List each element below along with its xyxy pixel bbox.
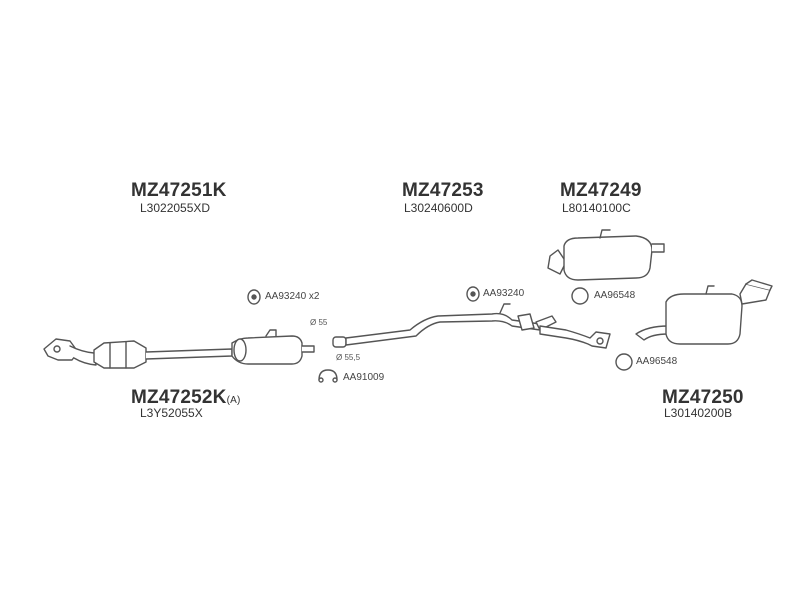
cat-body-seam xyxy=(109,341,127,369)
cat-inlet-pipe xyxy=(69,345,97,366)
lower-silencer-tail xyxy=(739,283,771,305)
hardware-label-gasket-pair: AA93240 x2 xyxy=(265,291,320,302)
lower-silencer-tail-tip xyxy=(745,279,773,291)
upper-silencer-tail xyxy=(651,243,665,253)
hardware-label-clamp: AA91009 xyxy=(343,372,385,383)
middle-pipe-flange xyxy=(517,313,535,331)
part-ref-cat-front: L3022055XD xyxy=(140,201,211,215)
dimension-label-55-5: Ø 55,5 xyxy=(336,353,361,362)
part-ref-rear-box-upper: L80140100C xyxy=(562,201,631,215)
part-number-mid-pipe: MZ47253 xyxy=(402,180,484,201)
hardware-label-gasket-single: AA93240 xyxy=(483,288,525,299)
part-number-rear-box-lower: MZ47250 xyxy=(662,387,744,408)
part-number-cat-lower-text: MZ47252K xyxy=(131,387,227,408)
dimension-label-55: Ø 55 xyxy=(310,318,328,327)
part-ref-rear-box-lower: L30140200B xyxy=(664,406,733,420)
resonator-body xyxy=(231,335,303,365)
lower-silencer-hanger xyxy=(705,285,715,295)
resonator-hanger xyxy=(265,329,277,337)
flange-hole xyxy=(53,345,61,353)
rear-silencer-lower xyxy=(635,279,773,345)
y-branch-flange-hole xyxy=(596,337,604,345)
hardware-label-ring-upper: AA96548 xyxy=(594,290,636,301)
resonator-outlet xyxy=(301,345,315,353)
middle-pipe-hanger xyxy=(499,303,511,314)
part-ref-cat-lower: L3Y52055X xyxy=(140,406,203,420)
part-number-cat-lower: MZ47252K(A) xyxy=(131,387,241,409)
catalytic-converter-front xyxy=(43,338,233,369)
upper-silencer-inlet xyxy=(547,249,567,275)
ring-upper-icon xyxy=(571,287,589,305)
cat-outlet-pipe xyxy=(145,348,233,360)
gasket-icon-pair xyxy=(247,289,261,305)
resonator-end xyxy=(233,338,247,362)
middle-pipe xyxy=(332,303,611,349)
clamp-icon xyxy=(318,369,338,383)
upper-silencer-hanger xyxy=(599,229,611,239)
lower-silencer-body xyxy=(665,293,743,345)
cat-body xyxy=(93,340,147,369)
middle-pipe-tube xyxy=(345,312,541,346)
rear-silencer-upper xyxy=(547,229,665,281)
y-branch-lower xyxy=(539,325,611,349)
lower-silencer-inlet-pipe xyxy=(635,325,669,341)
part-number-cat-front: MZ47251K xyxy=(131,180,227,201)
hardware-label-ring-lower: AA96548 xyxy=(636,356,678,367)
part-number-cat-lower-suffix: (A) xyxy=(226,395,241,406)
upper-silencer-body xyxy=(563,235,653,281)
resonator-front xyxy=(231,329,315,365)
part-number-rear-box-upper: MZ47249 xyxy=(560,180,642,201)
ring-lower-icon xyxy=(615,353,633,371)
middle-pipe-inlet xyxy=(332,336,347,348)
part-ref-mid-pipe: L30240600D xyxy=(404,201,473,215)
gasket-icon-single xyxy=(466,286,480,302)
